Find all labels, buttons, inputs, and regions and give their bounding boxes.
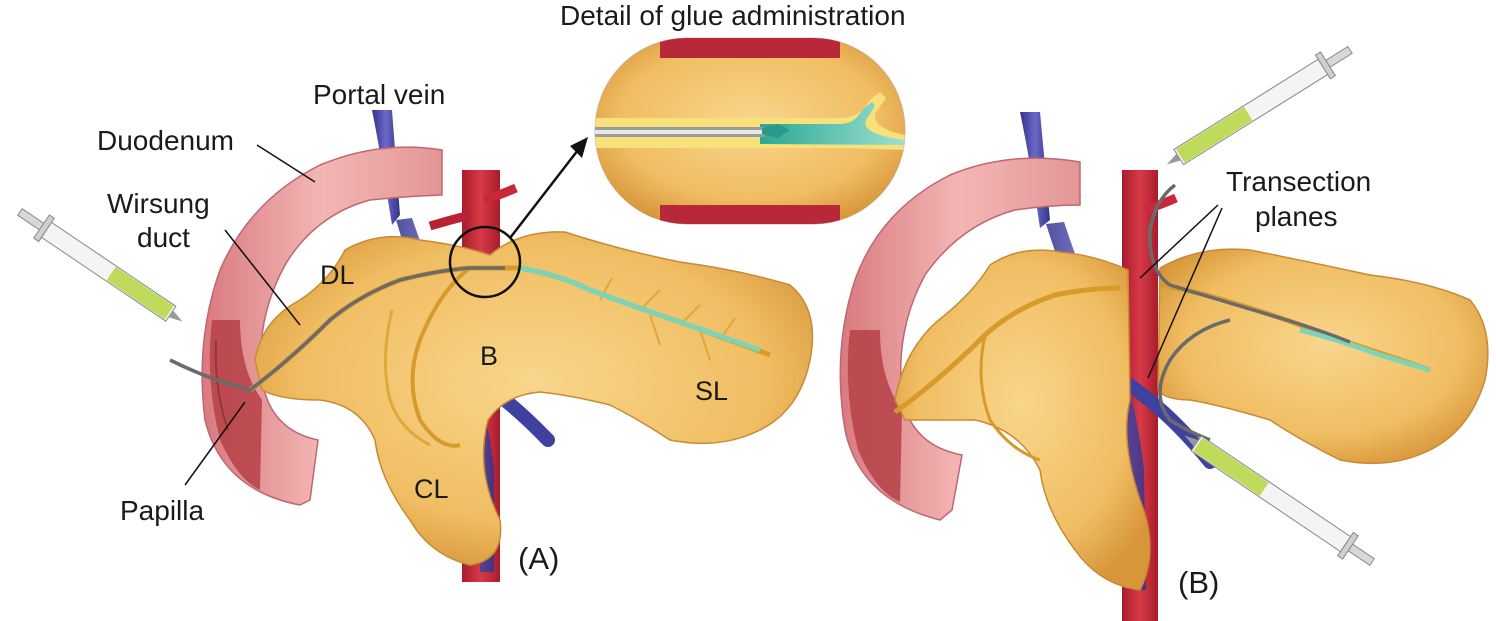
panel-a xyxy=(17,110,814,582)
label-cl: CL xyxy=(414,474,449,504)
leader-transection-2 xyxy=(1147,207,1223,379)
syringe-b-upper xyxy=(1166,45,1353,166)
pancreas-tail-b xyxy=(1157,248,1489,465)
catheters-b xyxy=(1148,183,1351,442)
label-wirsung-line1: Wirsung xyxy=(107,188,210,219)
detail-title: Detail of glue administration xyxy=(560,0,906,31)
leader-papilla xyxy=(184,401,246,486)
duodenum-a xyxy=(201,146,443,506)
leader-duodenum xyxy=(256,144,316,183)
detail-inset xyxy=(594,37,906,225)
pancreas-head-b xyxy=(893,249,1151,591)
panel-b-tag: (B) xyxy=(1178,565,1220,600)
label-sl: SL xyxy=(695,376,729,406)
duodenum-b xyxy=(839,157,1081,521)
leader-wirsung xyxy=(224,229,301,326)
syringe-b-lower xyxy=(1184,435,1375,567)
detail-callout-circle xyxy=(448,225,522,299)
detail-callout-arrow xyxy=(509,149,579,239)
catheter-a xyxy=(169,266,505,392)
label-portal-vein: Portal vein xyxy=(313,79,446,110)
label-duodenum: Duodenum xyxy=(97,125,234,156)
label-wirsung-line2: duct xyxy=(137,222,190,253)
label-b: B xyxy=(480,341,499,371)
leader-transection-1 xyxy=(1139,204,1219,279)
label-dl: DL xyxy=(320,260,355,290)
label-papilla: Papilla xyxy=(120,495,205,526)
panel-a-tag: (A) xyxy=(518,541,560,576)
label-transection-line2: planes xyxy=(1255,201,1338,232)
label-transection-line1: Transection xyxy=(1226,166,1372,197)
panel-b xyxy=(839,45,1489,621)
arrow-head xyxy=(570,137,588,158)
syringe-a xyxy=(17,207,183,322)
